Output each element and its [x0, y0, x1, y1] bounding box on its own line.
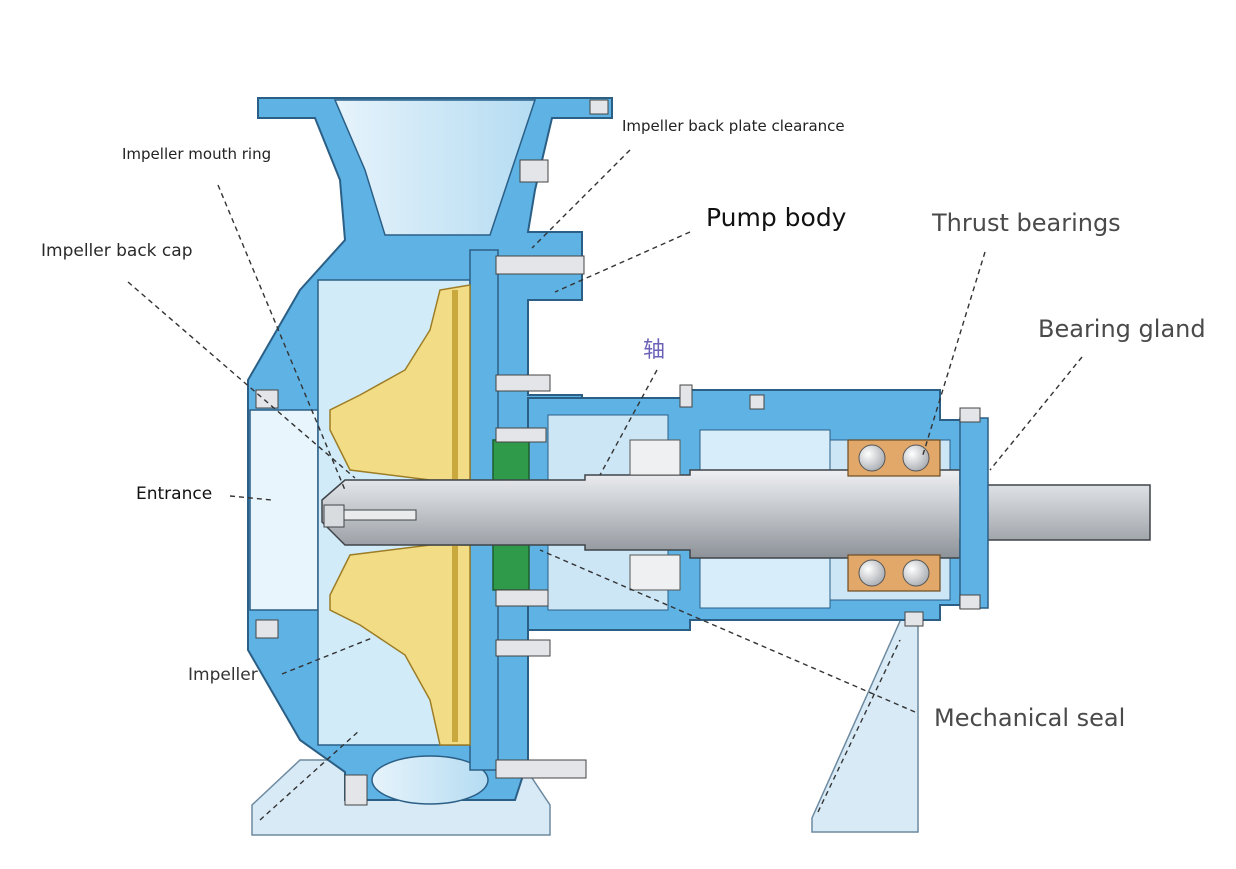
label-shaft: 轴	[643, 338, 666, 363]
leader-impeller	[281, 637, 373, 675]
label-thrust-bearings: Thrust bearings	[932, 209, 1121, 237]
label-entrance: Entrance	[136, 484, 213, 504]
leader-lines	[127, 149, 1083, 821]
leader-pump-body	[554, 231, 691, 293]
label-pump-body: Pump body	[706, 203, 847, 232]
leader-mouth-ring	[217, 184, 346, 491]
support-foot	[811, 609, 919, 833]
label-impeller-mouth-ring: Impeller mouth ring	[122, 145, 272, 163]
leader-shaft	[599, 369, 658, 476]
label-mechanical-seal: Mechanical seal	[934, 704, 1126, 732]
label-impeller: Impeller	[188, 665, 258, 685]
bearing-gland-part	[959, 417, 989, 609]
discharge-cavity	[333, 99, 537, 236]
label-bearing-gland: Bearing gland	[1038, 315, 1206, 343]
label-impeller-back-cap: Impeller back cap	[41, 241, 193, 261]
thrust-bearing-upper	[847, 439, 941, 477]
leader-back-cap	[127, 281, 356, 479]
front-bearing	[629, 439, 681, 591]
leader-foot-lower	[259, 729, 361, 821]
volute-cavity-bottom	[371, 755, 489, 805]
leader-bearing-gland	[989, 356, 1083, 471]
label-impeller-back-plate-clearance: Impeller back plate clearance	[622, 117, 845, 135]
bolts	[255, 99, 981, 806]
shaft	[321, 469, 1151, 559]
thrust-bearing-lower	[847, 554, 941, 592]
suction-entrance	[249, 409, 319, 611]
leader-support-foot	[817, 639, 901, 813]
leader-entrance	[229, 495, 273, 501]
